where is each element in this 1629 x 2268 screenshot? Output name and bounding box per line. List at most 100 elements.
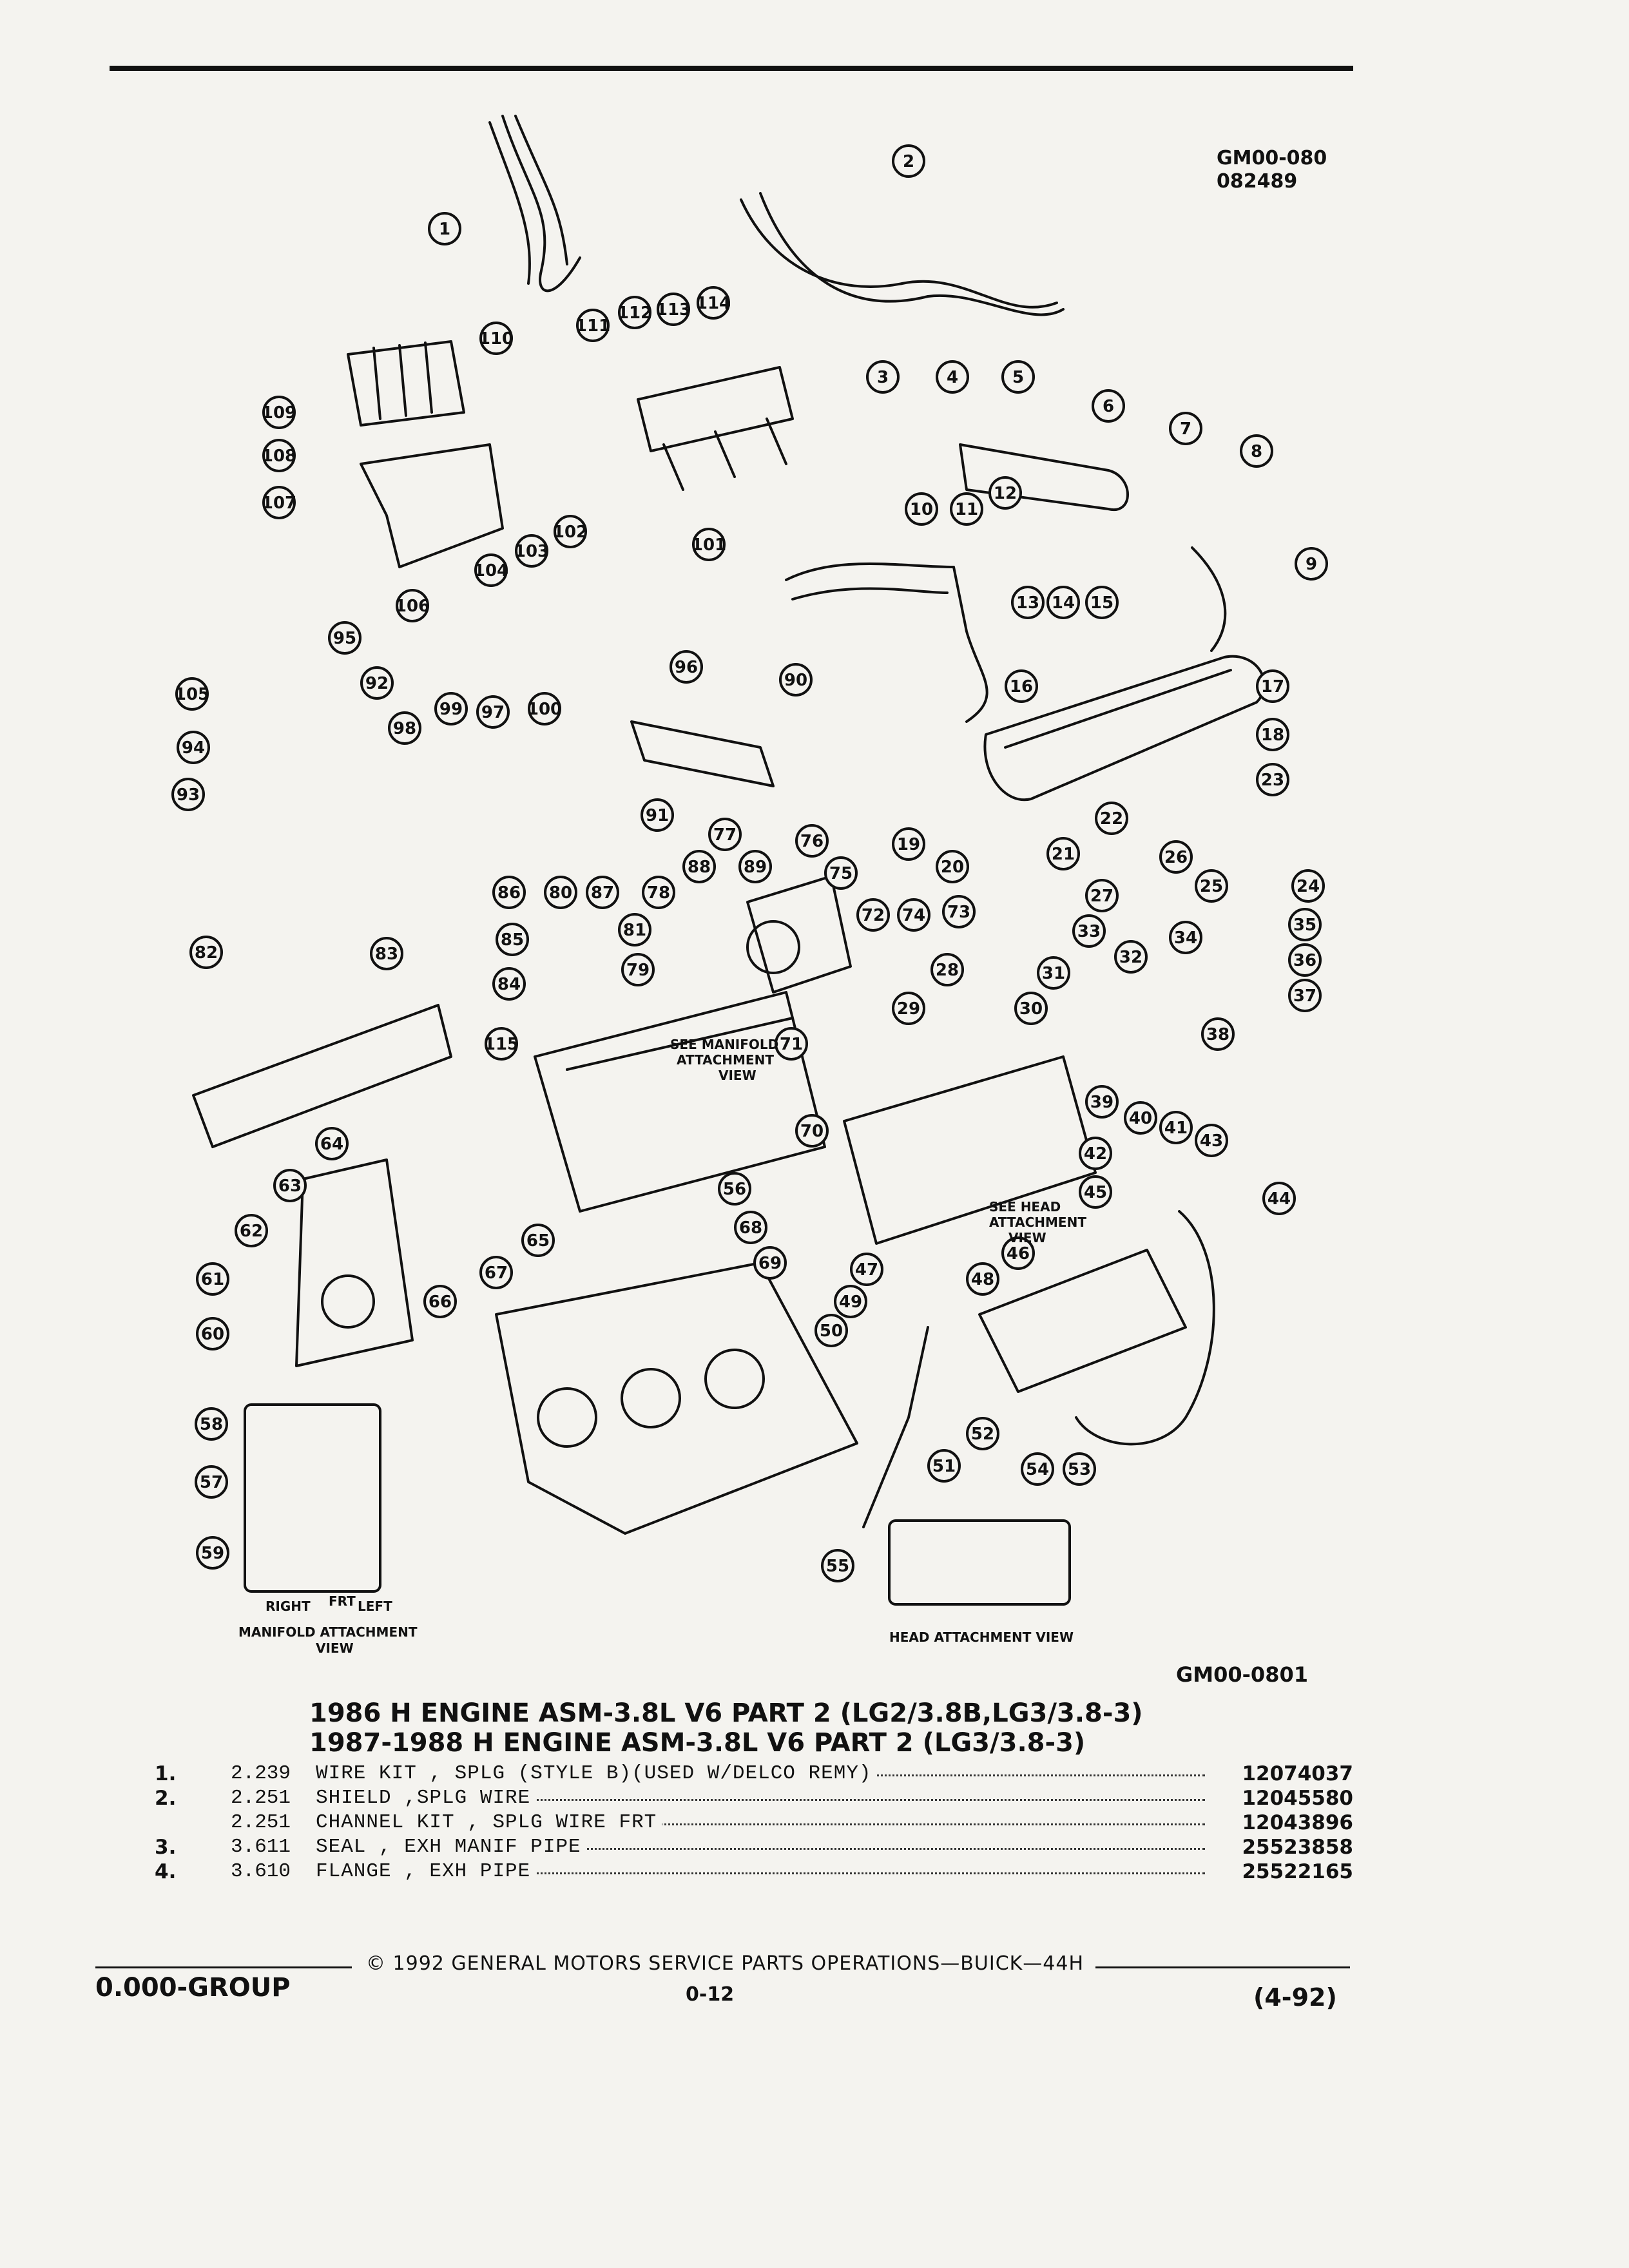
callout-label: 1 — [439, 220, 450, 239]
callout-label: 93 — [177, 785, 200, 805]
callout-label: 104 — [474, 561, 508, 581]
callout-41: 41 — [1159, 1111, 1193, 1144]
diagram-code-line2: 082489 — [1217, 170, 1298, 193]
callout-30: 30 — [1014, 992, 1048, 1025]
callout-label: 37 — [1293, 986, 1316, 1006]
callout-circle — [328, 621, 361, 655]
cylinder-head — [843, 1055, 1097, 1245]
callout-label: 6 — [1103, 397, 1114, 416]
callout-112: 112 — [617, 296, 652, 329]
callout-68: 68 — [734, 1211, 767, 1244]
callout-label: 12 — [994, 484, 1017, 503]
exhaust-crossover-pipe — [1075, 1210, 1215, 1446]
callout-circle — [196, 1317, 229, 1350]
callout-label: 66 — [429, 1293, 452, 1312]
parts-description: SEAL , EXH MANIF PIPE — [316, 1835, 586, 1860]
callout-circle — [1288, 908, 1322, 941]
callout-label: 89 — [744, 858, 767, 877]
callout-83: 83 — [370, 937, 403, 970]
callout-66: 66 — [423, 1285, 457, 1318]
callout-111: 111 — [575, 309, 610, 342]
parts-number: 12045580 — [1237, 1786, 1353, 1811]
callout-108: 108 — [262, 439, 296, 472]
callout-label: 20 — [941, 858, 964, 877]
callout-circle — [196, 1536, 229, 1570]
callout-label: 17 — [1261, 677, 1284, 697]
callout-96: 96 — [670, 650, 703, 684]
callout-4: 4 — [936, 360, 969, 394]
callout-label: 24 — [1296, 877, 1320, 896]
callout-89: 89 — [738, 850, 772, 883]
callout-25: 25 — [1195, 869, 1228, 903]
callout-label: 103 — [514, 542, 549, 561]
callout-circle — [670, 650, 703, 684]
callout-label: 16 — [1010, 677, 1033, 697]
callout-78: 78 — [642, 876, 675, 909]
callout-circle — [1079, 1137, 1112, 1170]
callout-label: 110 — [479, 329, 514, 349]
callout-39: 39 — [1085, 1085, 1119, 1119]
callout-27: 27 — [1085, 879, 1119, 912]
callout-circle — [795, 1114, 829, 1148]
callout-label: 68 — [739, 1218, 762, 1238]
callout-circle — [1079, 1175, 1112, 1209]
callout-69: 69 — [753, 1246, 787, 1280]
vacuum-hose — [1191, 546, 1227, 652]
callout-label: 32 — [1119, 948, 1142, 967]
callout-circle — [189, 936, 223, 969]
callout-circle — [177, 731, 210, 764]
callout-16: 16 — [1005, 669, 1038, 703]
callout-113: 113 — [656, 293, 691, 326]
callout-circle — [544, 876, 577, 909]
parts-list: 1. 2.239 WIRE KIT , SPLG (STYLE B)(USED … — [155, 1762, 1353, 1884]
callout-circle — [966, 1417, 999, 1450]
callout-circle — [1014, 992, 1048, 1025]
parts-ref: 2.239 — [231, 1762, 291, 1785]
callout-label: 38 — [1206, 1025, 1229, 1044]
callout-circle — [1095, 802, 1128, 835]
callout-43: 43 — [1195, 1124, 1228, 1157]
callout-circle — [892, 827, 925, 861]
callout-circle — [262, 396, 296, 429]
callout-2: 2 — [892, 144, 925, 178]
engine-block — [495, 1262, 858, 1535]
callout-circle — [521, 1224, 555, 1257]
manifold-view-labels: RIGHT LEFT FRT MANIFOLD ATTACHMENT VIEW — [238, 1593, 418, 1656]
callout-label: 97 — [481, 703, 505, 722]
callout-label: 87 — [591, 883, 614, 903]
callout-circle — [235, 1214, 268, 1247]
callout-label: 29 — [897, 999, 920, 1019]
callout-115: 115 — [484, 1027, 519, 1061]
footer-date: (4-92) — [1253, 1983, 1337, 2012]
callout-circle — [1201, 1017, 1235, 1051]
parts-index: 2. — [155, 1787, 177, 1810]
callout-label: 84 — [497, 975, 521, 994]
callout-circle — [195, 1407, 228, 1441]
callout-label: 81 — [623, 921, 646, 940]
callout-label: 56 — [723, 1180, 746, 1199]
diagram-code-line1: GM00-080 — [1217, 147, 1327, 169]
svg-text:ATTACHMENT: ATTACHMENT — [677, 1052, 774, 1068]
callout-label: 14 — [1052, 593, 1075, 613]
callout-33: 33 — [1072, 914, 1106, 948]
callout-102: 102 — [553, 515, 588, 548]
callout-label: 19 — [897, 835, 920, 854]
callout-label: 46 — [1007, 1244, 1030, 1264]
parts-number: 25522165 — [1237, 1860, 1353, 1884]
callout-38: 38 — [1201, 1017, 1235, 1051]
callout-circle — [966, 1262, 999, 1296]
callout-106: 106 — [395, 589, 430, 622]
callout-circle — [476, 695, 510, 729]
callout-51: 51 — [927, 1449, 961, 1483]
callout-circle — [682, 850, 716, 883]
callout-87: 87 — [586, 876, 619, 909]
callout-49: 49 — [834, 1285, 867, 1318]
callout-11: 11 — [950, 492, 983, 526]
exhaust-pipe — [959, 443, 1129, 512]
callout-18: 18 — [1256, 718, 1289, 751]
callout-label: 22 — [1100, 809, 1123, 829]
callout-label: 7 — [1180, 419, 1191, 439]
svg-text:SEE HEAD: SEE HEAD — [989, 1199, 1061, 1215]
callout-circle — [1124, 1101, 1157, 1135]
callout-24: 24 — [1291, 869, 1325, 903]
